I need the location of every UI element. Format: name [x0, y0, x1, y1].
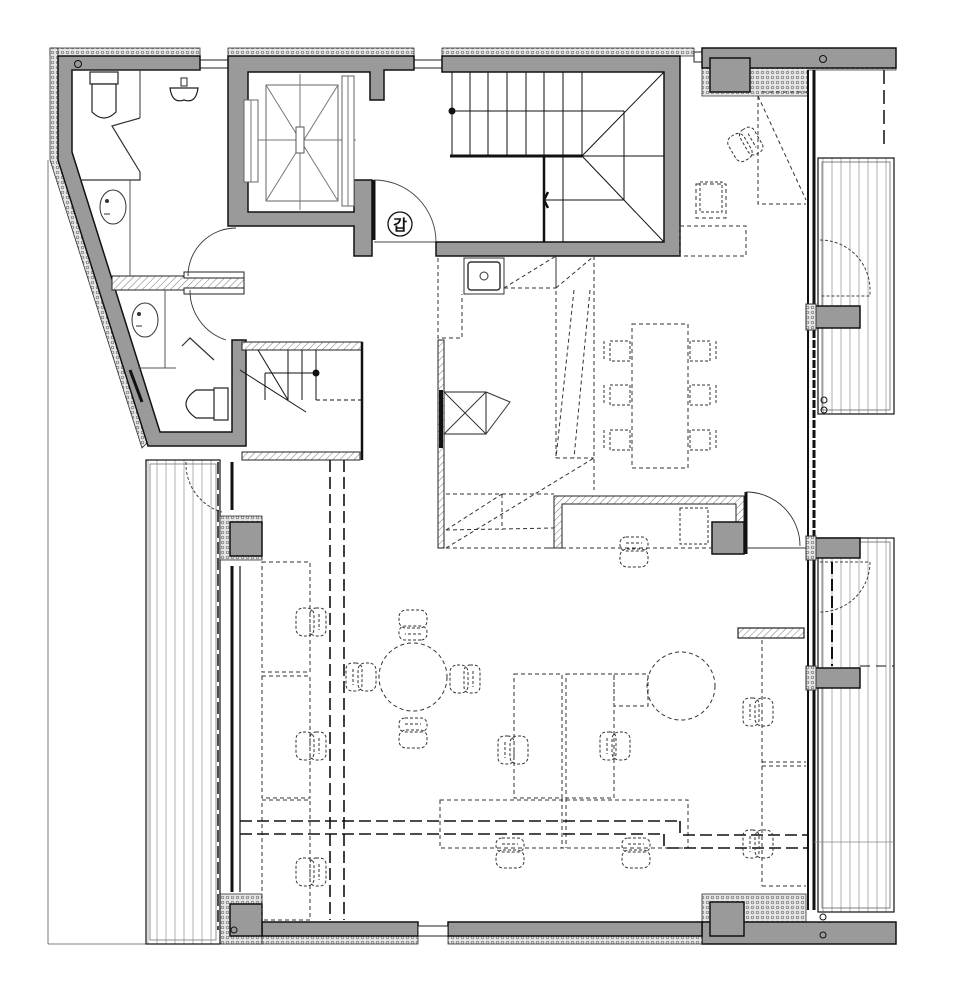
exterior-wall-bottom: [210, 893, 703, 945]
toilet-icon: [89, 71, 119, 119]
fire-door-mark: 갑: [372, 179, 437, 243]
fire-door-label: 갑: [393, 216, 407, 234]
left-glazing: [230, 566, 241, 892]
sink-icon: [131, 302, 159, 338]
main-stair: [435, 55, 681, 257]
column-mid-left: [219, 515, 263, 561]
column-top-right: [701, 47, 897, 97]
urinal-icon: [169, 77, 199, 102]
interior-partitions: [437, 257, 806, 639]
deck-right-lower: [805, 535, 895, 913]
small-stair: [239, 341, 364, 461]
toilet-icon: [185, 387, 229, 421]
right-facade: [807, 70, 885, 910]
sink-icon: [99, 189, 127, 225]
deck-right-upper: [805, 157, 895, 415]
deck-left: [47, 160, 234, 945]
beam-lines: [240, 460, 808, 920]
restroom-block: [49, 47, 247, 449]
upper-floor-outline: [261, 91, 808, 921]
column-bottom-right: [701, 893, 897, 945]
elevator-shaft: [227, 55, 415, 257]
exterior-wall-top: [49, 47, 705, 69]
furniture-chairs: [295, 124, 774, 887]
kitchen-sink-icon: [463, 257, 505, 295]
